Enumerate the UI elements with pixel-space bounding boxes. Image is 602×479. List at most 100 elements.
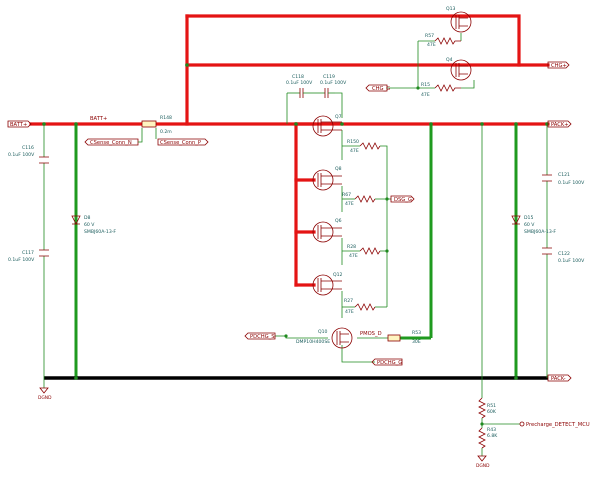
svg-text:0.1uF 100V: 0.1uF 100V: [8, 257, 35, 263]
resistor-r57: R57 47E: [425, 33, 461, 48]
svg-text:0.1uF 100V: 0.1uF 100V: [286, 80, 313, 86]
tvs-diode-d15: D15 60 V SMBJ60A-13-F: [511, 215, 556, 235]
svg-text:DSG_G: DSG_G: [394, 197, 412, 203]
svg-text:R150: R150: [347, 139, 359, 145]
port-pack-plus: PACK+: [547, 120, 572, 128]
port-precharge-detect: Precharge_DETECT_MCU: [519, 421, 590, 428]
svg-text:0.1uF 100V: 0.1uF 100V: [320, 80, 347, 86]
svg-text:47E: 47E: [345, 309, 354, 315]
mosfet-q8: Q8: [312, 166, 342, 191]
svg-text:C117: C117: [22, 250, 34, 256]
svg-text:Q4: Q4: [446, 57, 453, 63]
svg-text:0.2m: 0.2m: [160, 129, 172, 135]
svg-text:PDCHG_G: PDCHG_G: [377, 360, 402, 366]
svg-text:PACK+: PACK+: [551, 122, 569, 128]
svg-text:DGND: DGND: [476, 463, 490, 469]
mosfet-q4: Q4: [446, 57, 472, 81]
svg-text:Q7: Q7: [335, 114, 342, 120]
mosfet-q10: Q10 DMP10H400SE: [296, 327, 353, 349]
svg-text:47E: 47E: [427, 42, 436, 48]
svg-text:R28: R28: [347, 244, 356, 250]
svg-text:R57: R57: [425, 33, 434, 39]
resistor-r51: R51 60K: [478, 397, 497, 419]
mosfet-q13: Q13: [446, 6, 472, 33]
svg-text:Q10: Q10: [318, 329, 328, 335]
svg-text:C119: C119: [323, 74, 335, 80]
mosfet-q7: Q7: [312, 114, 342, 137]
svg-text:Q8: Q8: [335, 166, 342, 172]
svg-text:47E: 47E: [345, 201, 354, 207]
svg-text:BATT+: BATT+: [10, 122, 27, 128]
resistor-r150: R150 47E: [347, 139, 381, 154]
svg-text:DMP10H400SE: DMP10H400SE: [296, 339, 330, 345]
port-batt-plus: BATT+: [7, 120, 32, 128]
svg-text:C116: C116: [22, 145, 34, 151]
tvs-diode-d8: D8 60 V SMBJ60A-13-F: [71, 215, 116, 235]
svg-text:PACK-: PACK-: [551, 376, 566, 382]
resistor-r28: R28 47E: [347, 244, 381, 259]
mosfet-q12: Q12: [312, 272, 343, 296]
svg-text:R53: R53: [412, 330, 421, 336]
ground-symbol-right: DGND: [476, 455, 490, 469]
port-pdchg-s: PDCHG_S: [244, 332, 276, 340]
svg-text:30E: 30E: [412, 339, 421, 345]
port-dsg-g: DSG_G: [390, 195, 415, 203]
svg-text:Precharge_DETECT_MCU: Precharge_DETECT_MCU: [526, 422, 590, 428]
capacitor-c119: C119 0.1uF 100V: [320, 74, 347, 98]
svg-text:R148: R148: [160, 115, 172, 121]
ground-symbol-left: DGND: [38, 387, 52, 401]
svg-text:D15: D15: [524, 215, 533, 221]
svg-text:DGND: DGND: [38, 395, 52, 401]
port-pdchg-g: PDCHG_G: [371, 358, 403, 366]
svg-text:C122: C122: [558, 251, 570, 257]
svg-text:60 V: 60 V: [84, 222, 95, 228]
capacitor-c121: C121 0.1uF 100V: [542, 172, 585, 186]
port-csense-n: CSense_Conn_N: [84, 128, 143, 146]
svg-text:Q12: Q12: [333, 272, 343, 278]
svg-text:0.1uF 100V: 0.1uF 100V: [8, 152, 35, 158]
svg-text:D8: D8: [84, 215, 91, 221]
resistor-r43: R43 6.8K: [478, 427, 498, 449]
svg-text:R43: R43: [487, 427, 496, 433]
svg-text:CHG+: CHG+: [551, 63, 567, 69]
r148-shunt-resistor: R148 0.2m: [141, 115, 172, 135]
port-pack-minus: PACK-: [547, 374, 572, 382]
port-csense-p: CSense_Conn_P: [155, 128, 209, 146]
svg-text:CSense_Conn_N: CSense_Conn_N: [90, 140, 132, 146]
svg-text:PDCHG_S: PDCHG_S: [250, 334, 275, 340]
resistor-r15: R15 47E: [421, 82, 461, 98]
svg-text:C121: C121: [558, 172, 570, 178]
svg-text:Q13: Q13: [446, 6, 456, 12]
svg-text:60K: 60K: [487, 409, 497, 415]
resistor-r53: R53 30E: [387, 330, 421, 345]
resistor-r67: R67 47E: [342, 192, 376, 207]
port-chg-g: CHG_G: [365, 84, 390, 92]
capacitor-c122: C122 0.1uF 100V: [542, 247, 585, 264]
svg-text:R51: R51: [487, 403, 496, 409]
svg-text:R67: R67: [342, 192, 351, 198]
capacitor-c118: C118 0.1uF 100V: [286, 74, 318, 98]
net-label-pmos-d: PMOS_D: [360, 331, 382, 337]
svg-text:0.1uF 100V: 0.1uF 100V: [558, 180, 585, 186]
signal-wires: [43, 33, 548, 456]
svg-text:Q6: Q6: [335, 218, 342, 224]
svg-text:0.1uF 100V: 0.1uF 100V: [558, 258, 585, 264]
svg-text:R27: R27: [344, 298, 353, 304]
svg-text:47E: 47E: [349, 253, 358, 259]
svg-text:6.8K: 6.8K: [487, 433, 498, 439]
power-traces: [29, 14, 550, 287]
svg-text:47E: 47E: [421, 92, 430, 98]
port-chg-plus: CHG+: [547, 61, 570, 69]
svg-text:C118: C118: [292, 74, 304, 80]
net-label-batt-plus: BATT+: [90, 116, 107, 122]
svg-text:60 V: 60 V: [524, 222, 535, 228]
capacitor-c116: C116 0.1uF 100V: [8, 145, 49, 164]
resistor-r27: R27 47E: [344, 298, 376, 315]
svg-text:CSense_Conn_P: CSense_Conn_P: [160, 140, 201, 146]
capacitor-c117: C117 0.1uF 100V: [8, 249, 49, 263]
mosfet-q6: Q6: [312, 218, 342, 243]
svg-text:SMBJ60A-13-F: SMBJ60A-13-F: [524, 229, 556, 235]
svg-text:47E: 47E: [350, 148, 359, 154]
svg-text:SMBJ60A-13-F: SMBJ60A-13-F: [84, 229, 116, 235]
